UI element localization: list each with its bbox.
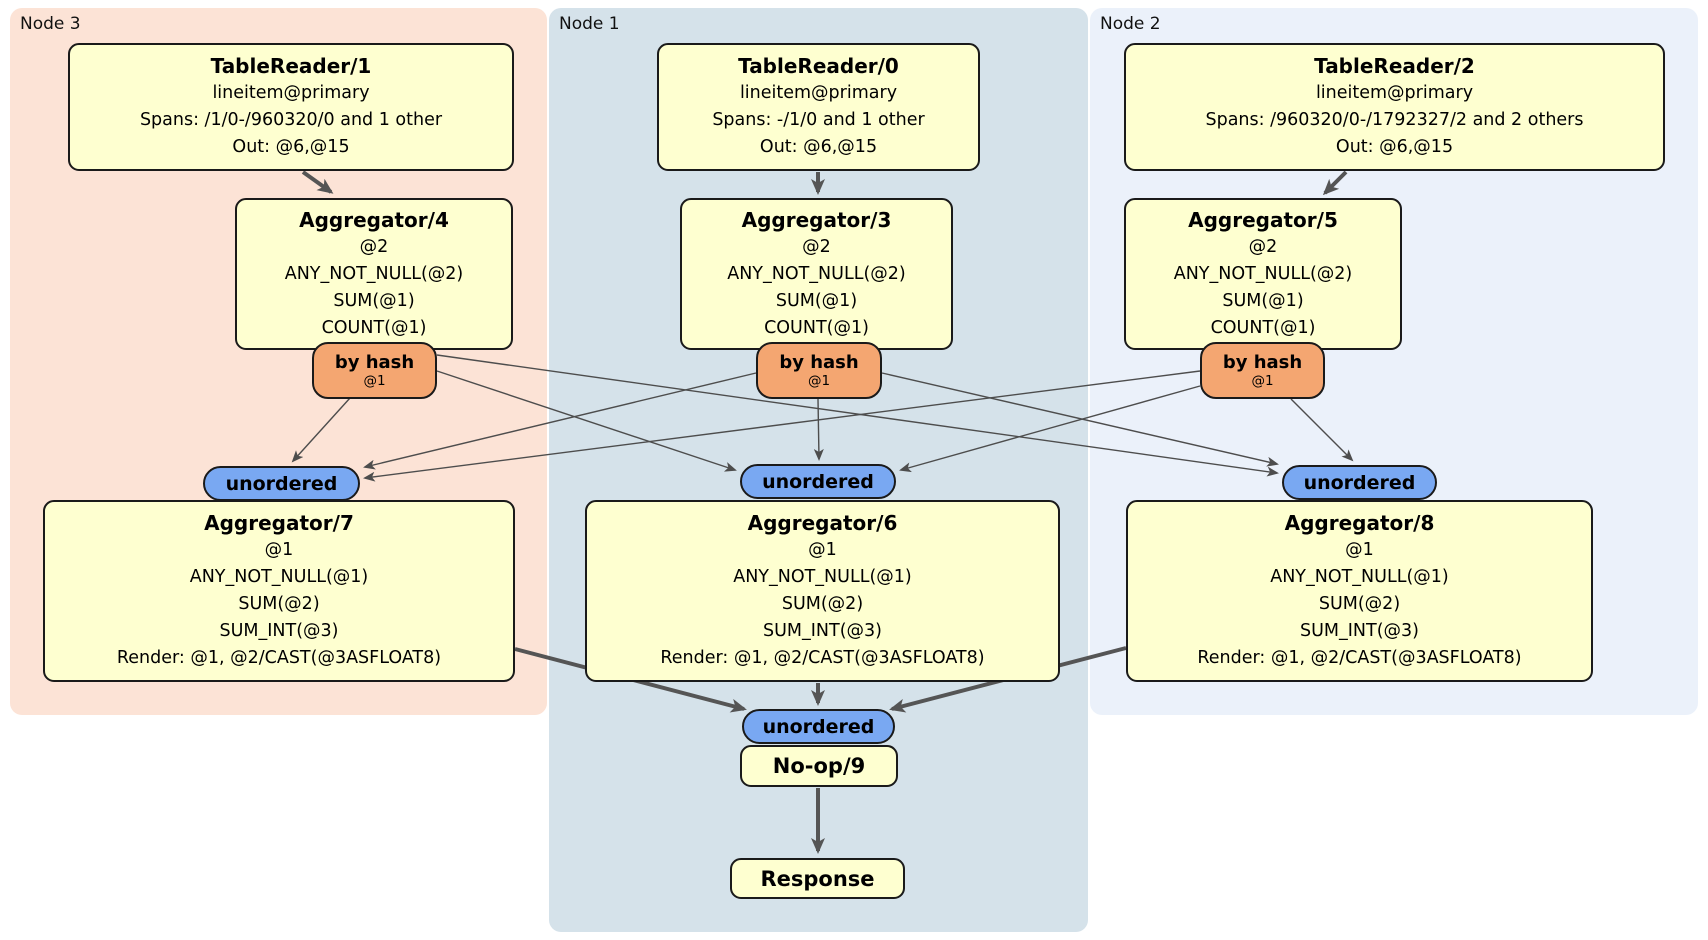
noop-9: No-op/9 (740, 745, 898, 787)
aggregator-3-line: SUM(@1) (775, 290, 858, 311)
tablereader-1-line: lineitem@primary (212, 83, 370, 103)
aggregator-7-line: SUM(@2) (238, 594, 320, 614)
tablereader-0-line: Spans: -/1/0 and 1 other (712, 110, 925, 130)
aggregator-6-title: Aggregator/6 (747, 511, 898, 535)
aggregator-7-title: Aggregator/7 (204, 511, 354, 535)
aggregator-4-line: ANY_NOT_NULL(@2) (284, 263, 464, 284)
aggregator-6-line: @1 (808, 540, 837, 560)
router-4-label: by hash (334, 352, 415, 373)
tablereader-2-line: lineitem@primary (1315, 83, 1474, 103)
aggregator-8-title: Aggregator/8 (1284, 511, 1435, 535)
aggregator-7-line: @1 (264, 540, 294, 560)
tablereader-1-line: Out: @6,@15 (232, 137, 350, 157)
aggregator-6-line: SUM(@2) (781, 594, 864, 614)
router-4-key: @1 (363, 373, 386, 389)
aggregator-3-line: @2 (802, 236, 831, 257)
aggregator-5-line: COUNT(@1) (1210, 317, 1316, 338)
router-5-label: by hash (1222, 352, 1303, 373)
aggregator-4-line: SUM(@1) (333, 290, 415, 311)
router-5: by hash@1 (1200, 342, 1325, 399)
aggregator-4-title: Aggregator/4 (299, 207, 449, 232)
aggregator-7-line: ANY_NOT_NULL(@1) (189, 567, 369, 587)
aggregator-7-line: Render: @1, @2/CAST(@3ASFLOAT8) (116, 648, 442, 668)
router-4: by hash@1 (312, 342, 437, 399)
aggregator-6-line: ANY_NOT_NULL(@1) (733, 567, 912, 587)
tablereader-0-title: TableReader/0 (738, 54, 899, 78)
aggregator-6-line: Render: @1, @2/CAST(@3ASFLOAT8) (660, 648, 985, 668)
aggregator-3-line: ANY_NOT_NULL(@2) (727, 263, 906, 284)
aggregator-3-line: COUNT(@1) (764, 317, 869, 338)
sync-6: unordered (740, 464, 896, 499)
aggregator-4-line: @2 (359, 236, 389, 257)
aggregator-5-line: ANY_NOT_NULL(@2) (1173, 263, 1353, 284)
region-label-node1: Node 1 (559, 14, 620, 34)
aggregator-8-line: SUM_INT(@3) (1300, 621, 1419, 641)
aggregator-8-line: SUM(@2) (1318, 594, 1401, 614)
sync-9: unordered (742, 709, 895, 744)
sync-7: unordered (203, 466, 360, 501)
tablereader-2-title: TableReader/2 (1314, 54, 1475, 78)
region-label-node3: Node 3 (20, 14, 81, 34)
aggregator-8-line: @1 (1345, 540, 1374, 560)
response: Response (730, 858, 905, 899)
aggregator-5-line: @2 (1248, 236, 1278, 257)
router-3: by hash@1 (756, 342, 882, 399)
router-3-label: by hash (779, 352, 859, 373)
aggregator-8-line: ANY_NOT_NULL(@1) (1270, 567, 1449, 587)
noop-9-title: No-op/9 (772, 754, 866, 778)
tablereader-0-line: Out: @6,@15 (759, 137, 878, 157)
router-3-key: @1 (807, 373, 831, 389)
router-5-key: @1 (1251, 373, 1274, 389)
tablereader-0-line: lineitem@primary (739, 83, 898, 103)
aggregator-5-line: SUM(@1) (1222, 290, 1304, 311)
region-label-node2: Node 2 (1100, 14, 1161, 34)
aggregator-7-line: SUM_INT(@3) (219, 621, 339, 641)
tablereader-2-line: Spans: /960320/0-/1792327/2 and 2 others (1205, 110, 1584, 130)
aggregator-4-line: COUNT(@1) (321, 317, 427, 338)
response-title: Response (760, 866, 875, 891)
aggregator-6-line: SUM_INT(@3) (763, 621, 882, 641)
tablereader-1-title: TableReader/1 (210, 54, 372, 78)
aggregator-5-title: Aggregator/5 (1188, 207, 1338, 232)
tablereader-1-line: Spans: /1/0-/960320/0 and 1 other (139, 110, 443, 130)
sync-8: unordered (1282, 465, 1437, 500)
tablereader-2-line: Out: @6,@15 (1335, 137, 1454, 157)
aggregator-3-title: Aggregator/3 (741, 207, 892, 232)
aggregator-8-line: Render: @1, @2/CAST(@3ASFLOAT8) (1197, 648, 1522, 668)
